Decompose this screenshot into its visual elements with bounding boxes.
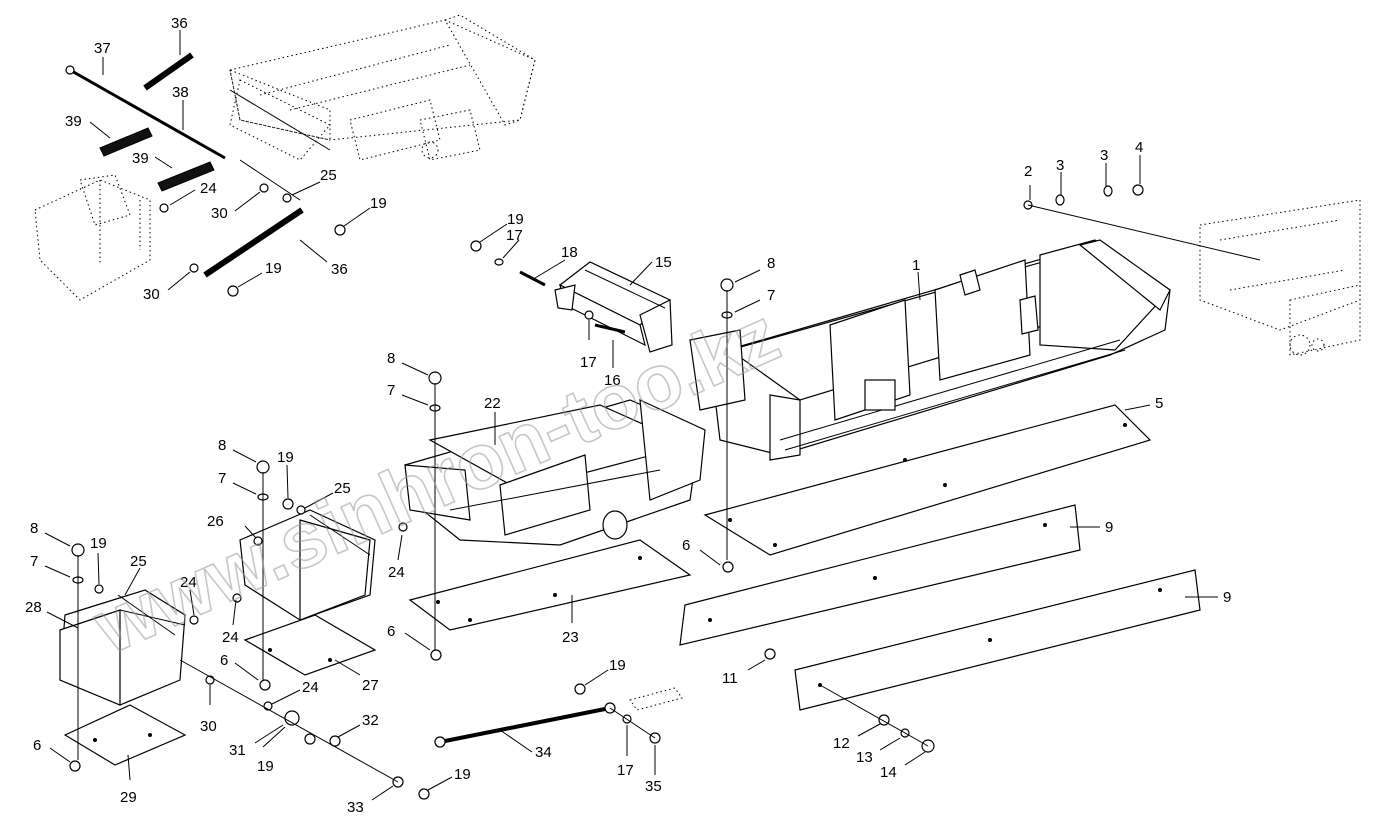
callout-19: 19: [257, 758, 274, 775]
skid-plate-part-5: [703, 404, 1152, 556]
callout-6: 6: [387, 623, 395, 640]
callout-24: 24: [302, 679, 319, 696]
callout-7: 7: [218, 470, 226, 487]
callout-4: 4: [1135, 139, 1143, 156]
callout-37: 37: [94, 40, 111, 57]
spring-part-39-upper: [99, 127, 153, 157]
callout-8: 8: [767, 255, 775, 272]
callout-38: 38: [172, 84, 189, 101]
assembly-lines: [77, 89, 1261, 783]
callout-7: 7: [30, 553, 38, 570]
callout-19: 19: [265, 260, 282, 277]
callout-39: 39: [65, 113, 82, 130]
callout-24: 24: [180, 574, 197, 591]
callout-18: 18: [561, 244, 578, 261]
callout-3: 3: [1056, 157, 1064, 174]
callout-19: 19: [454, 766, 471, 783]
phantom-side-deflector: [34, 174, 151, 301]
callout-36: 36: [331, 261, 348, 278]
callout-33: 33: [347, 799, 364, 816]
callout-8: 8: [218, 437, 226, 454]
deflector-part-26-assembly: [239, 509, 376, 621]
callout-6: 6: [33, 737, 41, 754]
callout-15: 15: [655, 254, 672, 271]
callout-11: 11: [722, 670, 738, 687]
bracket-part-15: [554, 261, 673, 353]
callout-30: 30: [200, 718, 217, 735]
callout-34: 34: [535, 744, 552, 761]
callout-25: 25: [130, 553, 147, 570]
callout-22: 22: [484, 395, 501, 412]
callout-17: 17: [617, 762, 634, 779]
callout-7: 7: [387, 382, 395, 399]
callout-19: 19: [90, 535, 107, 552]
callout-1: 1: [912, 257, 920, 274]
callout-2: 2: [1024, 163, 1032, 180]
callout-30: 30: [211, 205, 228, 222]
callout-9: 9: [1105, 519, 1113, 536]
callout-30: 30: [143, 286, 160, 303]
callout-32: 32: [362, 712, 379, 729]
callout-6: 6: [220, 652, 228, 669]
plate-part-29: [63, 704, 187, 766]
tie-rod-part-34: [434, 687, 683, 748]
callout-31: 31: [229, 742, 246, 759]
callout-8: 8: [387, 350, 395, 367]
callout-17: 17: [506, 227, 523, 244]
callout-9: 9: [1223, 589, 1231, 606]
link-part-36-upper: [143, 52, 194, 91]
main-rail-part-1: [689, 239, 1171, 461]
callout-6: 6: [682, 537, 690, 554]
callout-8: 8: [30, 520, 38, 537]
callout-25: 25: [320, 167, 337, 184]
callout-19: 19: [609, 657, 626, 674]
skid-plate-part-23: [408, 539, 692, 631]
callout-7: 7: [767, 287, 775, 304]
link-part-36-lower: [203, 207, 304, 278]
callout-39: 39: [132, 150, 149, 167]
callout-24: 24: [222, 629, 239, 646]
callout-5: 5: [1155, 395, 1163, 412]
callout-3: 3: [1100, 147, 1108, 164]
callout-24: 24: [388, 564, 405, 581]
callout-23: 23: [562, 629, 579, 646]
callout-29: 29: [120, 789, 137, 806]
callout-25: 25: [334, 480, 351, 497]
shaft-part-37: [65, 65, 226, 160]
hardware-parts: [69, 183, 1144, 800]
callouts: 1 2 3 3 4 5 6 6 6 6 7 7 7 7 8 8 8 8 9: [25, 15, 1231, 816]
spring-part-39-lower: [157, 161, 215, 192]
phantom-rear-frame: [229, 14, 536, 161]
callout-16: 16: [604, 372, 621, 389]
callout-19: 19: [370, 195, 387, 212]
wear-strip-part-9-upper: [679, 504, 1081, 646]
callout-14: 14: [880, 764, 897, 781]
plate-part-27: [243, 614, 377, 676]
callout-28: 28: [25, 599, 42, 616]
callout-36: 36: [171, 15, 188, 32]
callout-19: 19: [507, 211, 524, 228]
phantom-front-frame: [1199, 199, 1361, 356]
callout-26: 26: [207, 513, 224, 530]
callout-17: 17: [580, 354, 597, 371]
deflector-part-28: [59, 589, 186, 706]
callout-24: 24: [200, 180, 217, 197]
center-rail-part-22: [404, 399, 706, 546]
wear-strip-part-9-lower: [794, 569, 1201, 711]
callout-13: 13: [856, 749, 873, 766]
callout-35: 35: [645, 778, 662, 795]
callout-27: 27: [362, 677, 379, 694]
callout-12: 12: [833, 735, 850, 752]
callout-19: 19: [277, 449, 294, 466]
